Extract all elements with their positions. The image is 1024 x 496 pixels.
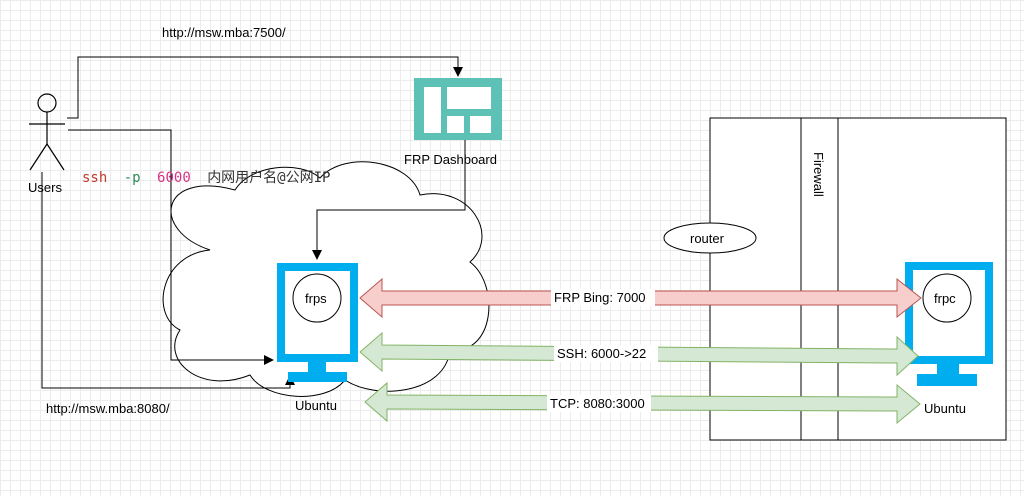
- client-os-label: Ubuntu: [924, 401, 966, 416]
- ssh-flag: -p: [124, 170, 141, 186]
- tunnel-label-bg: [547, 395, 651, 412]
- dashboard-url[interactable]: http://msw.mba:7500/: [162, 25, 286, 40]
- frps-node[interactable]: [292, 273, 342, 323]
- frpc-label: frpc: [934, 291, 956, 306]
- tunnel-label-frp: FRP Bing: 7000: [554, 290, 646, 305]
- firewall-label: Firewall: [811, 152, 826, 197]
- user-actor-icon: [29, 93, 65, 171]
- router-label: router: [690, 231, 725, 246]
- line-user-to-dashboard: [67, 56, 463, 119]
- tunnel-label-bg: [551, 289, 655, 306]
- user-label: Users: [28, 180, 62, 195]
- web-url[interactable]: http://msw.mba:8080/: [46, 401, 170, 416]
- frps-label: frps: [305, 291, 327, 306]
- line-user-ssh-to-server: [68, 129, 274, 365]
- ssh-port: 6000: [157, 170, 191, 186]
- frpc-node[interactable]: [922, 273, 972, 323]
- tunnel-label-ssh: SSH: 6000->22: [557, 346, 646, 361]
- ssh-cmd: ssh: [82, 170, 107, 186]
- tunnel-label-tcp: TCP: 8080:3000: [550, 396, 645, 411]
- line-dashboard-to-frps: [312, 140, 466, 260]
- tunnel-label-bg: [554, 345, 658, 362]
- dashboard-icon[interactable]: [414, 78, 502, 140]
- firewall-box: [800, 117, 839, 441]
- dashboard-label: FRP Dashboard: [404, 152, 497, 167]
- ssh-target: 内网用户名@公网IP: [207, 169, 330, 186]
- router-node[interactable]: [663, 222, 757, 254]
- ssh-command: ssh -p 6000 内网用户名@公网IP: [82, 169, 330, 186]
- server-os-label: Ubuntu: [295, 398, 337, 413]
